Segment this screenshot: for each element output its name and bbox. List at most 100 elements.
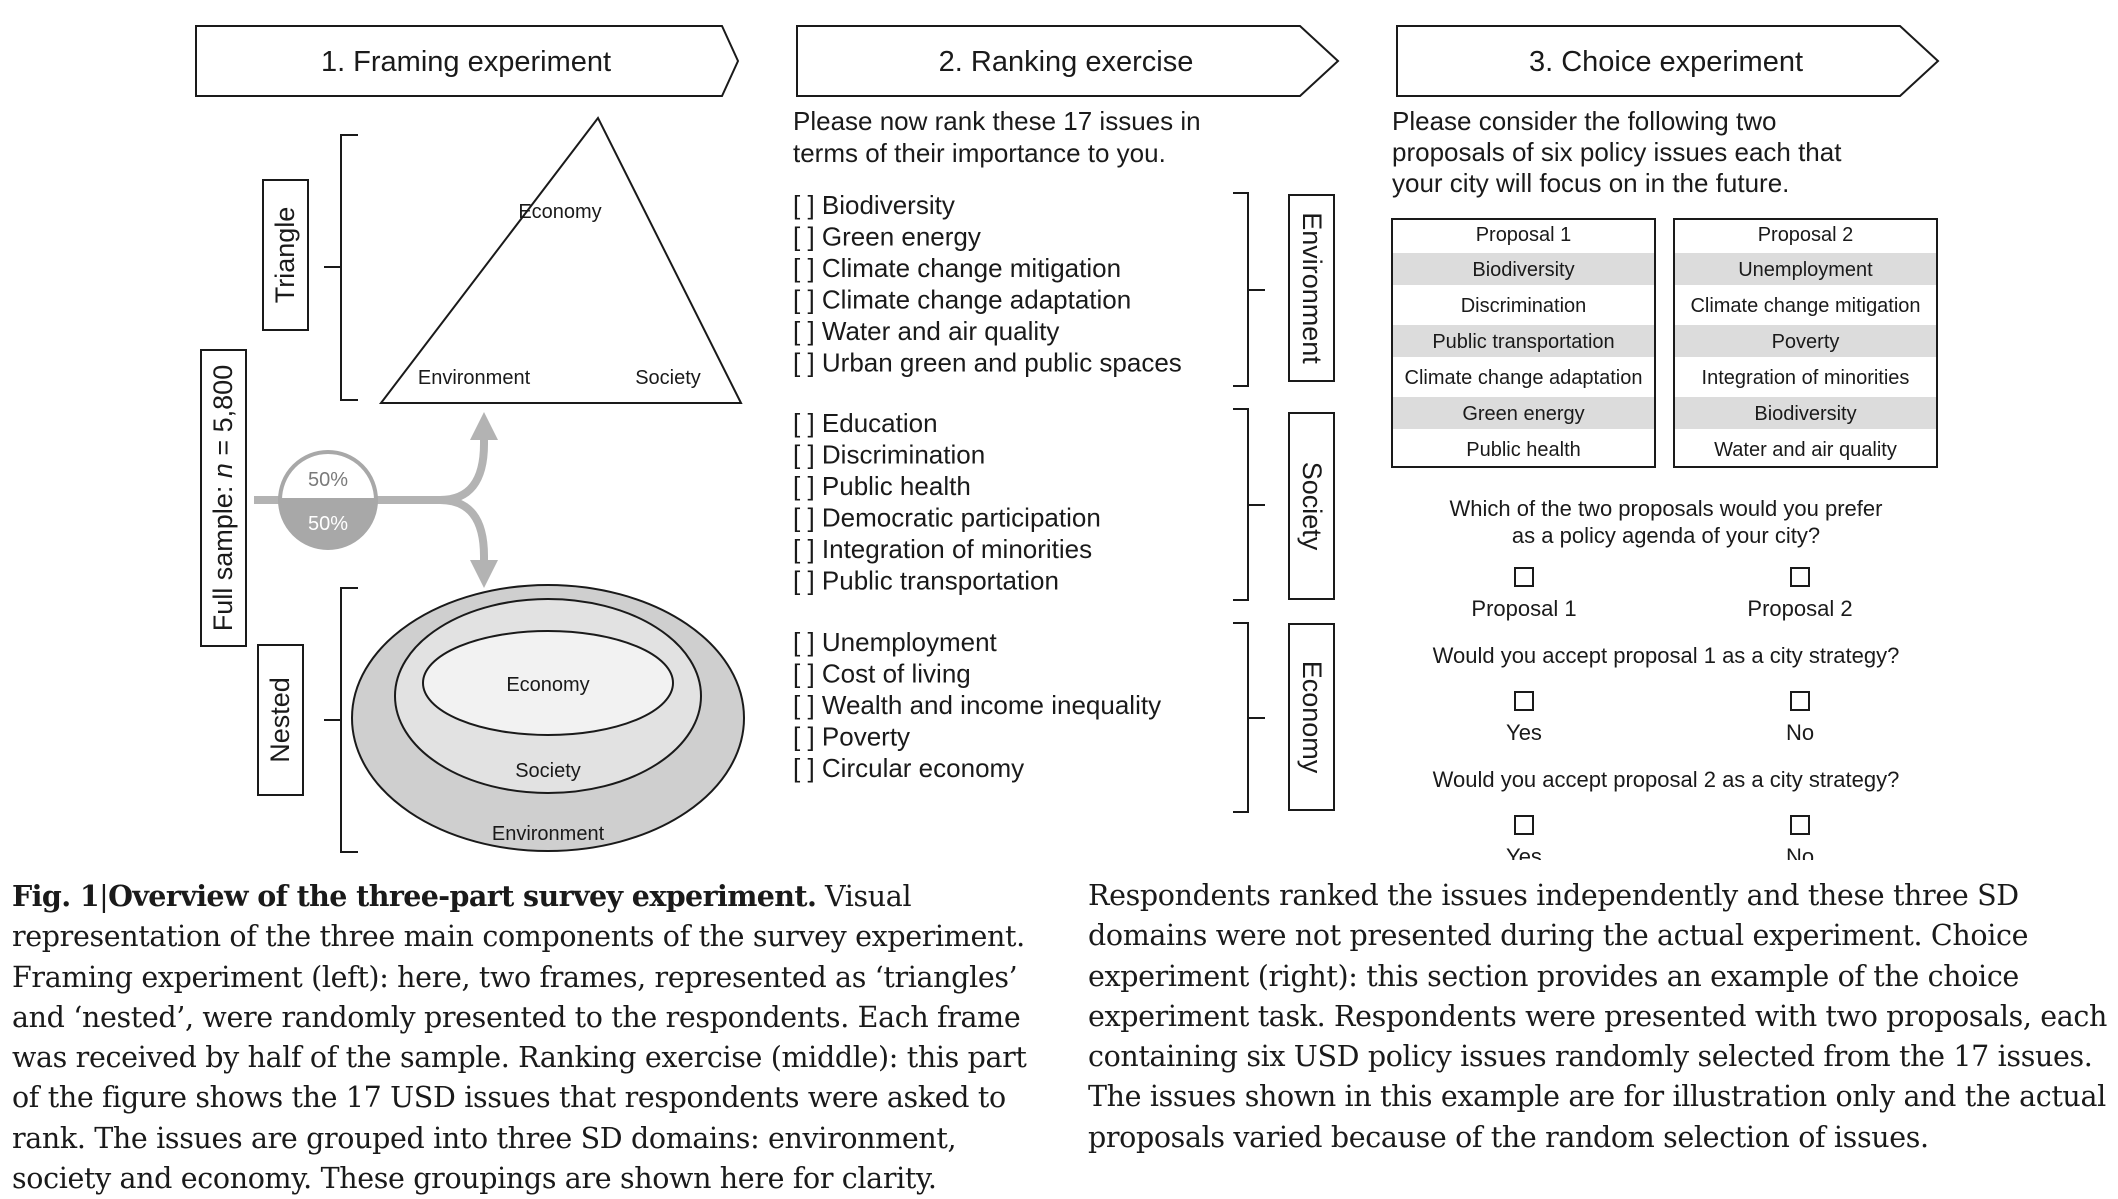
proposal2-checkbox[interactable] [1790,567,1810,587]
ranking-item: [ ] Water and air quality [793,316,1059,346]
full-sample-label: Full sample: n = 5,800 [208,365,238,631]
accept2-no-label: No [1786,844,1814,860]
accept2-yes-checkbox[interactable] [1514,815,1534,835]
split-circle: 50% 50% [277,450,379,550]
accept-proposal2-question: Would you accept proposal 2 as a city st… [1433,767,1900,860]
proposal2-row-shade [1675,253,1936,285]
svg-text:your city will focus on in the: your city will focus on in the future. [1392,168,1789,198]
choice-instruction: Please consider the following two propos… [1392,106,1842,198]
svg-text:terms of their importance to y: terms of their importance to you. [793,138,1166,168]
nested-frame: Nested Economy Society Environment [257,584,745,853]
accept2-no-checkbox[interactable] [1790,815,1810,835]
proposal1-row: Discrimination [1461,295,1587,317]
society-group-label: Society [1297,462,1327,551]
accept1-no-label: No [1786,720,1814,745]
proposal1-row: Green energy [1462,403,1584,425]
preference-question: Which of the two proposals would you pre… [1450,496,1883,621]
proposal1-row: Public health [1466,439,1581,461]
accept1-yes-checkbox[interactable] [1514,691,1534,711]
ranking-item: [ ] Green energy [793,222,981,252]
proposal2-row-shade [1675,325,1936,357]
proposal2-row: Climate change mitigation [1690,295,1920,317]
ranking-item: [ ] Integration of minorities [793,534,1092,564]
proposal1-row: Climate change adaptation [1405,367,1643,389]
triangle-environment: Environment [418,367,531,389]
ranking-item: [ ] Cost of living [793,659,971,689]
choice-header: 3. Choice experiment [1396,25,1940,97]
proposal2-option: Proposal 2 [1747,596,1852,621]
ranking-item: [ ] Climate change mitigation [793,253,1121,283]
ranking-instruction: Please now rank these 17 issues in terms… [793,106,1201,168]
accept1-no-checkbox[interactable] [1790,691,1810,711]
triangle-economy: Economy [518,201,601,223]
ranking-item: [ ] Urban green and public spaces [793,348,1182,378]
split-top-percent: 50% [308,469,348,491]
economy-group: Economy [1233,622,1335,813]
full-sample-box: Full sample: n = 5,800 [200,349,247,647]
svg-text:Please now rank these 17 issue: Please now rank these 17 issues in [793,106,1201,136]
caption-body-right: Respondents ranked the issues independen… [1088,879,2108,1154]
ranking-item: [ ] Poverty [793,722,910,752]
proposal1-row: Public transportation [1432,331,1614,353]
proposal2-title: Proposal 2 [1758,224,1854,246]
proposal2-row-shade [1675,397,1936,429]
triangle-society: Society [635,367,701,389]
economy-group-label: Economy [1297,661,1327,774]
ranking-list: [ ] Biodiversity[ ] Green energy[ ] Clim… [793,190,1182,783]
arrow-up-icon [470,412,498,440]
ranking-item: [ ] Wealth and income inequality [793,690,1161,720]
nested-economy: Economy [506,674,589,696]
nested-inner-ellipse [422,630,674,736]
ranking-item: [ ] Unemployment [793,627,998,657]
svg-text:Please consider the following: Please consider the following two [1392,106,1776,136]
proposal2-row: Poverty [1772,331,1840,353]
environment-group: Environment [1233,192,1335,387]
ranking-item: [ ] Public health [793,471,971,501]
svg-text:Would you accept proposal 1 as: Would you accept proposal 1 as a city st… [1433,643,1900,668]
svg-text:proposals of six policy issues: proposals of six policy issues each that [1392,137,1842,167]
proposal1-row-shade [1393,325,1654,357]
ranking-item: [ ] Democratic participation [793,503,1101,533]
accept2-yes-label: Yes [1506,844,1542,860]
proposal2-row: Water and air quality [1714,439,1897,461]
proposal1-title: Proposal 1 [1476,224,1572,246]
ranking-item: [ ] Circular economy [793,753,1024,783]
svg-text:Would you accept proposal 2 as: Would you accept proposal 2 as a city st… [1433,767,1900,792]
ranking-header: 2. Ranking exercise [796,25,1340,97]
caption-title: Overview of the three-part survey experi… [108,879,817,913]
proposal1-row: Biodiversity [1472,259,1574,281]
ranking-item: [ ] Public transportation [793,566,1059,596]
proposal2-row: Integration of minorities [1702,367,1910,389]
nested-label: Nested [265,677,295,763]
ranking-header-label: 2. Ranking exercise [939,46,1194,78]
choice-header-label: 3. Choice experiment [1529,46,1803,78]
nested-environment: Environment [492,823,605,845]
triangle-shape [378,116,743,404]
framing-header-label: 1. Framing experiment [321,46,611,78]
ranking-item: [ ] Biodiversity [793,190,955,220]
caption-separator: | [99,880,109,913]
proposal1-checkbox[interactable] [1514,567,1534,587]
figure-diagram: 1. Framing experiment 2. Ranking exercis… [195,25,1940,860]
arrow-down-icon [470,560,498,588]
svg-text:Which of the two proposals wou: Which of the two proposals would you pre… [1450,496,1883,521]
caption-left: Fig. 1|Overview of the three-part survey… [12,876,1047,1199]
accept1-yes-label: Yes [1506,720,1542,745]
proposal2-row: Unemployment [1738,259,1873,281]
ranking-item: [ ] Climate change adaptation [793,285,1131,315]
environment-group-label: Environment [1297,212,1327,364]
proposal1-table: Proposal 1 BiodiversityDiscriminationPubl… [1391,218,1656,468]
caption-right: Respondents ranked the issues independen… [1088,876,2116,1158]
proposal2-row: Biodiversity [1754,403,1856,425]
proposal1-row-shade [1393,397,1654,429]
triangle-label: Triangle [270,207,300,304]
accept-proposal1-question: Would you accept proposal 1 as a city st… [1433,643,1900,745]
caption-body-left: Visual representation of the three main … [12,880,1027,1196]
svg-text:as a policy agenda of your cit: as a policy agenda of your city? [1512,523,1820,548]
triangle-frame: Triangle Economy Environment Society [262,116,743,404]
proposal1-option: Proposal 1 [1471,596,1576,621]
nested-society: Society [515,760,581,782]
caption-label: Fig. 1 [12,879,100,913]
ranking-item: [ ] Education [793,408,938,438]
